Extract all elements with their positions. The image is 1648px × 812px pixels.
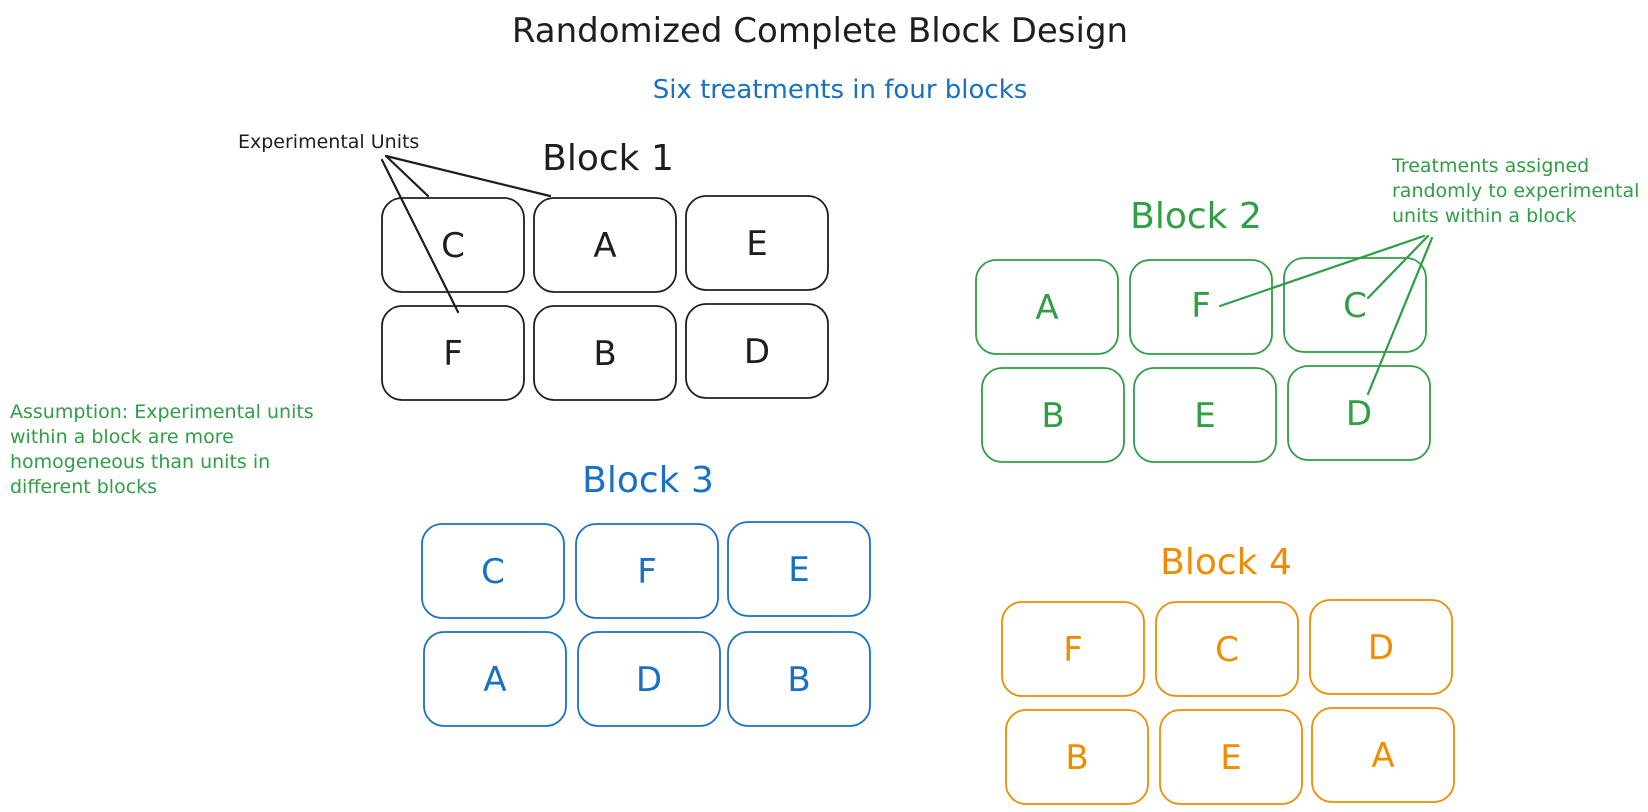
block-4-unit-6 — [1311, 707, 1455, 803]
block-2-unit-1 — [975, 259, 1119, 355]
block-3-unit-5 — [577, 631, 721, 727]
treatments-note-line-1: Treatments assigned — [1391, 155, 1589, 177]
block-1-unit-5-letter: B — [593, 334, 616, 374]
block-2-unit-3 — [1283, 257, 1427, 353]
treatments-annotation: Treatments assigned randomly to experime… — [1218, 155, 1639, 396]
diagram-subtitle: Six treatments in four blocks — [653, 75, 1028, 105]
block-2-label: Block 2 — [1130, 196, 1262, 237]
block-1-label: Block 1 — [542, 138, 674, 179]
block-3: Block 3 C F E A D B — [421, 460, 871, 727]
block-1-unit-3-letter: E — [746, 224, 767, 264]
block-1-unit-2-letter: A — [593, 226, 616, 266]
block-2-unit-4 — [981, 367, 1125, 463]
experimental-units-arrow-2 — [384, 154, 552, 198]
assumption-note-line-4: different blocks — [10, 476, 157, 498]
block-2-unit-5-letter: E — [1194, 396, 1215, 436]
block-4-unit-5-letter: E — [1220, 738, 1241, 778]
experimental-units-arrow-3 — [380, 158, 460, 314]
block-3-unit-3 — [727, 521, 871, 617]
block-4-unit-5 — [1159, 709, 1303, 805]
experimental-units-arrow-1 — [384, 154, 430, 198]
block-4-unit-3-letter: D — [1368, 628, 1394, 668]
block-2-unit-1-letter: A — [1035, 288, 1058, 328]
block-1-unit-6-letter: D — [744, 332, 770, 372]
block-3-unit-6 — [727, 631, 871, 727]
block-1: Block 1 C A E F B D — [381, 138, 829, 401]
block-4-unit-6-letter: A — [1371, 736, 1394, 776]
block-4-label: Block 4 — [1160, 542, 1292, 583]
experimental-units-label: Experimental Units — [238, 131, 419, 153]
block-3-unit-4-letter: A — [483, 660, 506, 700]
block-1-unit-3 — [685, 195, 829, 291]
block-4-unit-1-letter: F — [1063, 630, 1083, 670]
block-3-unit-5-letter: D — [636, 660, 662, 700]
block-4-unit-2 — [1155, 601, 1299, 697]
treatments-arrow-c — [1366, 234, 1430, 300]
block-1-unit-4 — [381, 305, 525, 401]
treatments-note-line-2: randomly to experimental — [1392, 180, 1639, 202]
block-4-unit-4-letter: B — [1065, 738, 1088, 778]
treatments-arrow-d — [1366, 236, 1434, 396]
block-1-unit-2 — [533, 197, 677, 293]
block-4: Block 4 F C D B E A — [1001, 542, 1455, 805]
block-2-unit-4-letter: B — [1041, 396, 1064, 436]
block-3-unit-1 — [421, 523, 565, 619]
block-2-unit-5 — [1133, 367, 1277, 463]
assumption-annotation: Assumption: Experimental units within a … — [10, 401, 314, 498]
block-1-unit-5 — [533, 305, 677, 401]
block-2-unit-2 — [1129, 259, 1273, 355]
block-2-unit-2-letter: F — [1191, 286, 1211, 326]
block-2: Block 2 A F C B E D — [975, 196, 1431, 463]
block-4-unit-3 — [1309, 599, 1453, 695]
block-2-unit-3-letter: C — [1343, 286, 1367, 326]
assumption-note-line-3: homogeneous than units in — [10, 451, 270, 473]
block-3-unit-3-letter: E — [788, 550, 809, 590]
diagram-title: Randomized Complete Block Design — [512, 11, 1128, 51]
block-4-unit-2-letter: C — [1215, 630, 1239, 670]
block-1-unit-4-letter: F — [443, 334, 463, 374]
block-2-unit-6-letter: D — [1346, 394, 1372, 434]
block-1-unit-1-letter: C — [441, 226, 465, 266]
block-4-unit-4 — [1005, 709, 1149, 805]
block-2-unit-6 — [1287, 365, 1431, 461]
assumption-note-line-1: Assumption: Experimental units — [10, 401, 314, 423]
assumption-note-line-2: within a block are more — [10, 426, 234, 448]
block-3-label: Block 3 — [582, 460, 714, 501]
block-1-unit-1 — [381, 197, 525, 293]
block-3-unit-4 — [423, 631, 567, 727]
block-3-unit-2-letter: F — [637, 552, 657, 592]
treatments-arrow-f — [1218, 234, 1426, 308]
block-4-unit-1 — [1001, 601, 1145, 697]
block-3-unit-6-letter: B — [787, 660, 810, 700]
block-1-unit-6 — [685, 303, 829, 399]
treatments-note-line-3: units within a block — [1392, 205, 1577, 227]
experimental-units-annotation: Experimental Units — [238, 131, 552, 314]
block-3-unit-1-letter: C — [481, 552, 505, 592]
block-3-unit-2 — [575, 523, 719, 619]
